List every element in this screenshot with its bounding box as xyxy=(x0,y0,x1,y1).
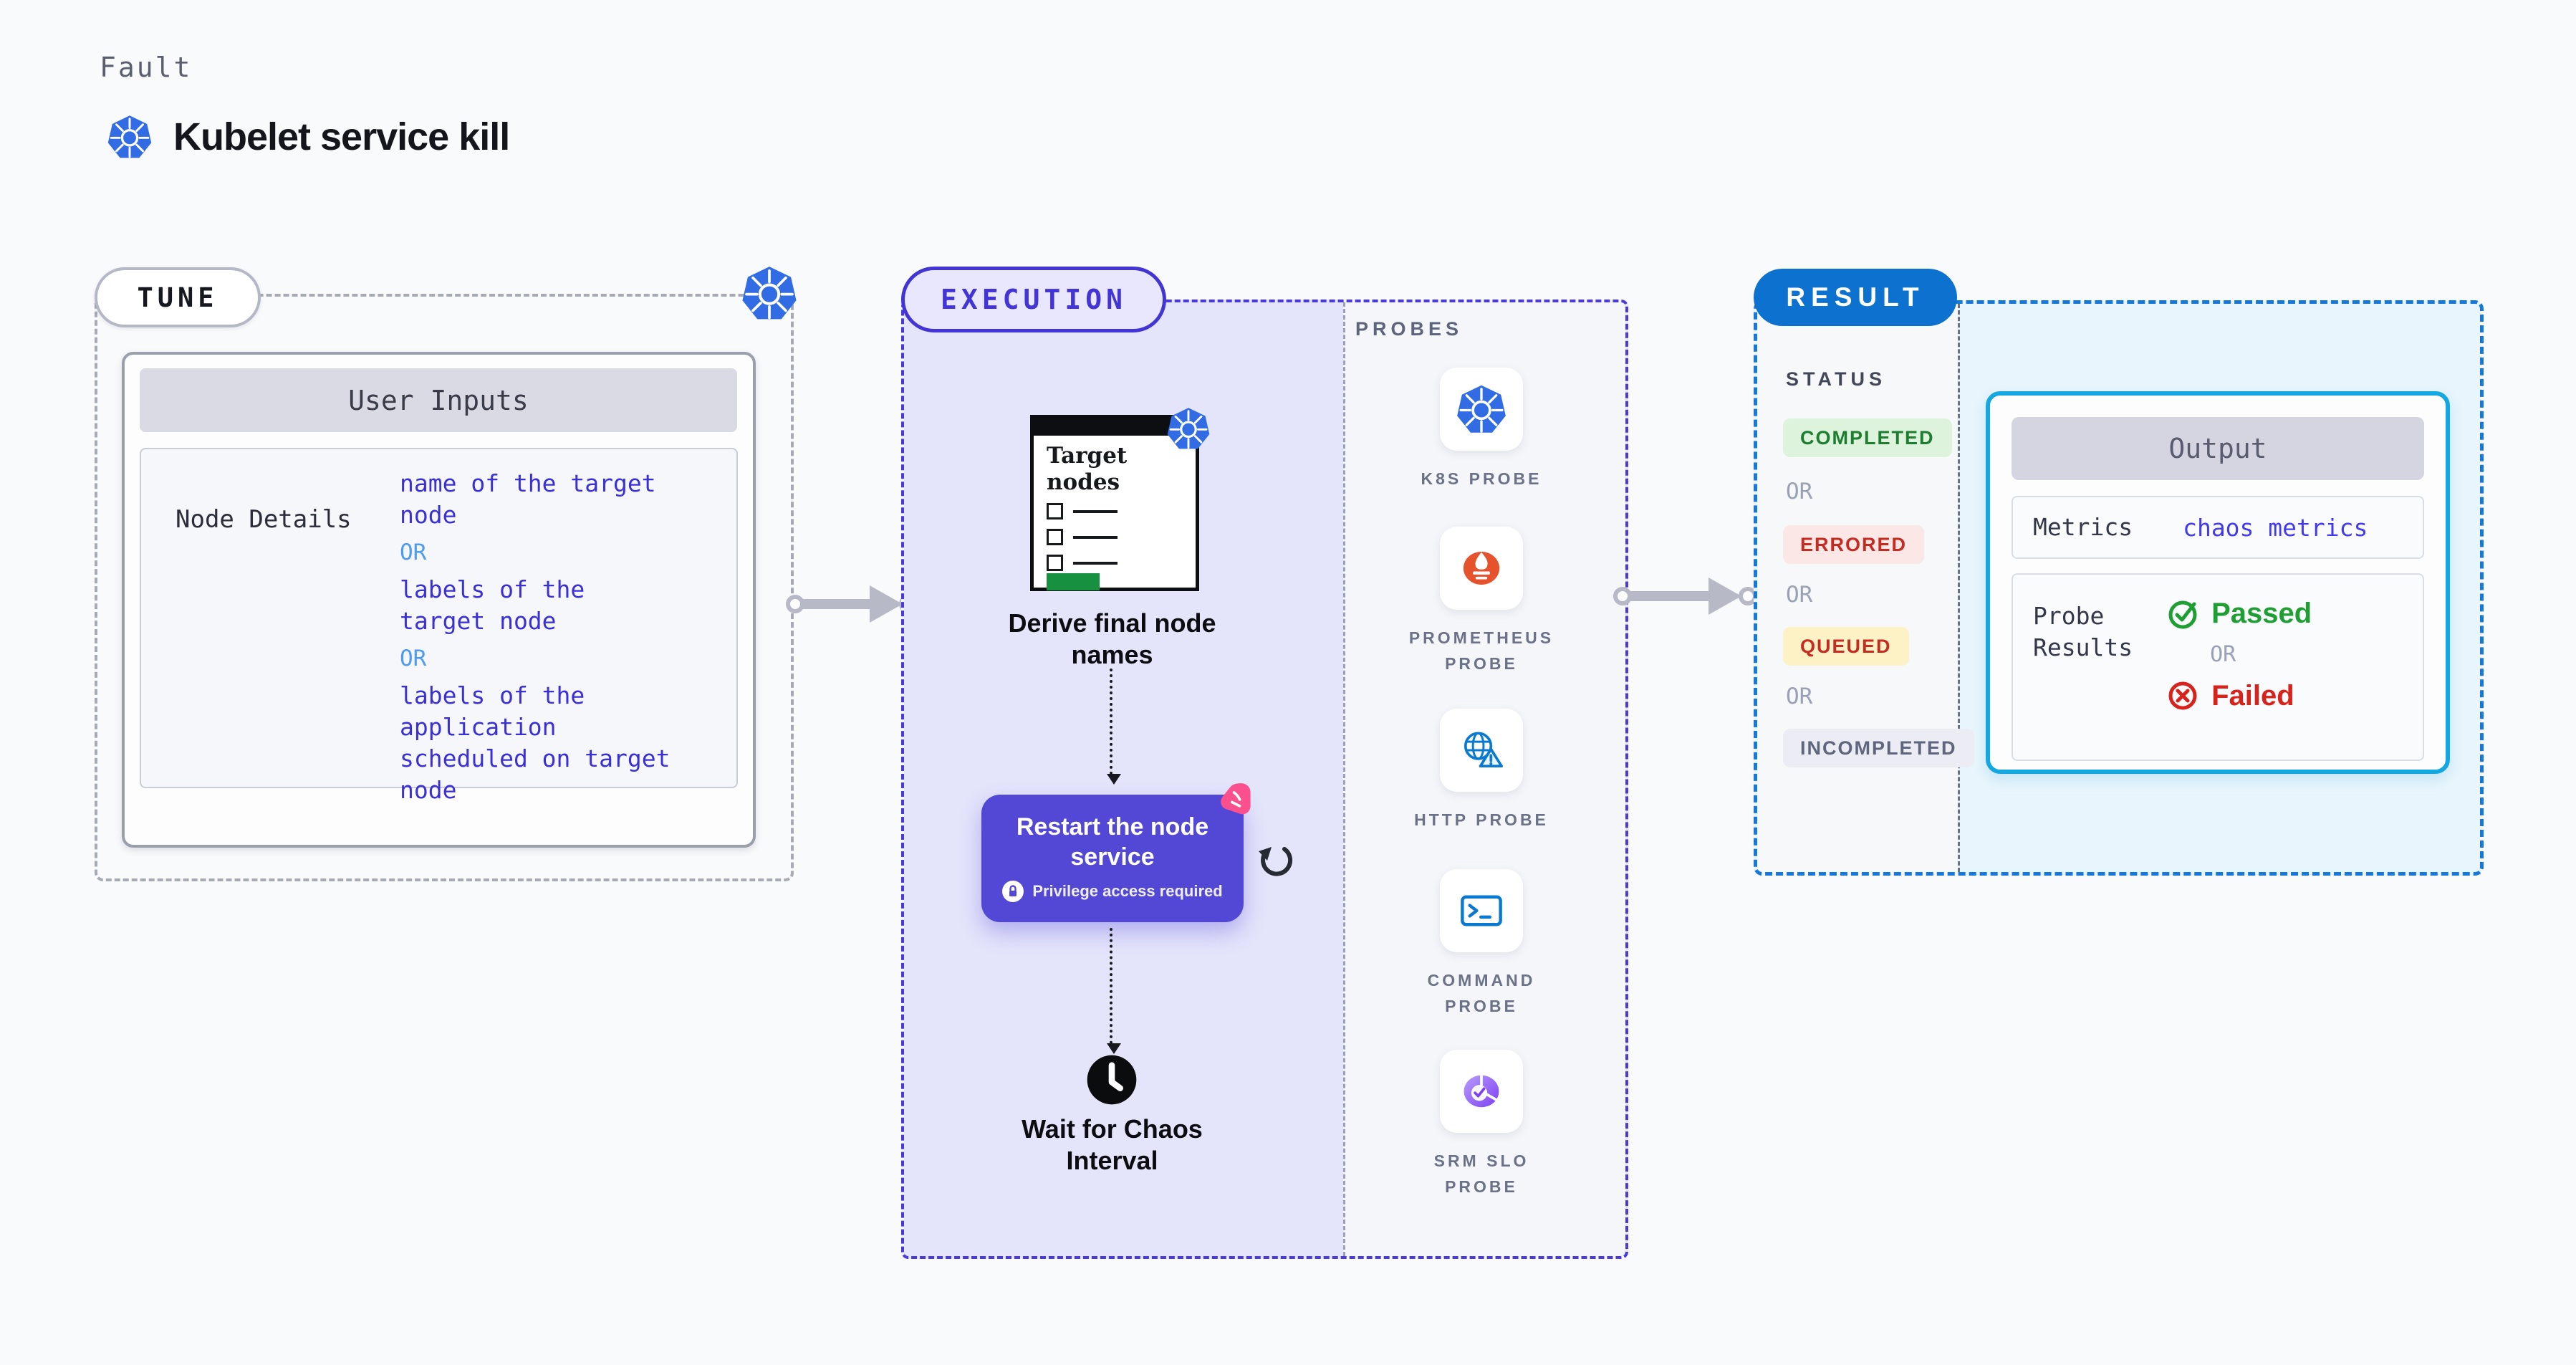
user-inputs-body: Node Details name of the target node OR … xyxy=(140,448,738,804)
failed-label: Failed xyxy=(2211,679,2294,712)
check-circle-icon xyxy=(2168,600,2197,629)
metrics-value: chaos metrics xyxy=(2183,513,2368,542)
or-separator: OR xyxy=(1786,684,1813,709)
probe-label: K8S PROBE xyxy=(1421,469,1542,488)
action-title: Restart the node service xyxy=(1016,813,1209,871)
restart-node-service-card: Restart the node service Privilege acces… xyxy=(981,795,1244,922)
status-badge-queued: QUEUED xyxy=(1783,627,1909,666)
list-item xyxy=(1047,555,1118,571)
result-pill: RESULT xyxy=(1754,269,1957,326)
probe-card-http xyxy=(1440,709,1523,792)
derive-node-names-step: Derive final node names xyxy=(1008,608,1216,669)
flow-connector-down xyxy=(1107,928,1121,1054)
target-nodes-card: Target nodes xyxy=(1030,415,1199,591)
kubernetes-icon xyxy=(107,114,153,159)
list-line xyxy=(1073,535,1118,539)
target-nodes-title: Target nodes xyxy=(1047,443,1128,495)
execution-to-result-arrow xyxy=(1613,578,1757,615)
probe-card-command xyxy=(1440,869,1523,952)
fault-eyebrow-label: Fault xyxy=(100,52,193,83)
metrics-label: Metrics xyxy=(2033,513,2133,541)
passed-line: Passed xyxy=(2166,596,2312,631)
output-header: Output xyxy=(2012,417,2424,480)
checkbox-icon xyxy=(1047,529,1063,545)
probe-label: PROMETHEUS PROBE xyxy=(1408,628,1554,673)
tune-pill: TUNE xyxy=(95,267,261,327)
or-separator: OR xyxy=(1786,479,1813,504)
user-inputs-header: User Inputs xyxy=(140,368,737,432)
list-item xyxy=(1047,503,1118,519)
list-line xyxy=(1073,561,1118,565)
status-badge-completed: COMPLETED xyxy=(1783,418,1952,457)
checkbox-icon xyxy=(1047,555,1063,571)
probe-results-label: Probe Results xyxy=(2033,602,2133,661)
srm-slo-probe-icon xyxy=(1464,1074,1499,1108)
probe-results-values: Passed OR Failed xyxy=(2166,575,2312,760)
or-separator: OR xyxy=(400,540,427,565)
kubernetes-icon xyxy=(1166,406,1211,450)
target-nodes-list xyxy=(1047,503,1118,571)
output-card: Output Metrics chaos metrics Probe Resul… xyxy=(1986,391,2450,774)
probe-label: HTTP PROBE xyxy=(1414,810,1549,829)
progress-bar xyxy=(1047,573,1100,590)
probe-results-row: Probe Results Passed OR Faile xyxy=(2012,573,2424,761)
kubernetes-icon xyxy=(740,264,799,322)
privilege-badge-label: Privilege access required xyxy=(1032,882,1223,900)
page-title-row: Kubelet service kill xyxy=(106,113,510,161)
command-probe-icon xyxy=(1461,895,1502,926)
failed-line: Failed xyxy=(2166,679,2312,713)
list-item xyxy=(1047,529,1118,545)
k8s-probe-icon xyxy=(1456,383,1507,434)
loop-icon xyxy=(1259,847,1293,876)
input-option: labels of the application scheduled on t… xyxy=(400,681,671,804)
probe-label: COMMAND PROBE xyxy=(1427,971,1536,1015)
node-details-label: Node Details xyxy=(176,505,352,534)
list-line xyxy=(1073,509,1118,513)
probes-heading: PROBES xyxy=(1355,318,1464,340)
privilege-badge: Privilege access required xyxy=(981,881,1244,902)
execution-pill: EXECUTION xyxy=(901,267,1166,332)
status-badge-incompleted: INCOMPLETED xyxy=(1783,729,1974,767)
flow-connector-down xyxy=(1107,669,1121,785)
metrics-row: Metrics chaos metrics xyxy=(2012,496,2424,559)
http-probe-icon xyxy=(1464,732,1503,768)
prometheus-probe-icon xyxy=(1463,552,1500,585)
x-circle-icon xyxy=(2168,681,2197,710)
result-divider xyxy=(1958,304,1960,872)
or-separator: OR xyxy=(400,646,427,671)
checkbox-icon xyxy=(1047,503,1063,519)
node-details-values: name of the target node OR labels of the… xyxy=(400,468,729,806)
probe-card-k8s xyxy=(1440,368,1523,451)
lock-icon xyxy=(1002,881,1024,902)
probes-divider xyxy=(1343,302,1345,1256)
probe-label: SRM SLO PROBE xyxy=(1433,1151,1529,1196)
chaos-fault-icon xyxy=(1221,783,1251,815)
passed-label: Passed xyxy=(2211,597,2312,629)
page-title: Kubelet service kill xyxy=(173,115,510,158)
probe-card-prometheus xyxy=(1440,527,1523,610)
tune-section-box xyxy=(95,294,794,881)
clock-icon xyxy=(1087,1055,1137,1105)
input-option: labels of the target node xyxy=(400,575,585,635)
status-heading: STATUS xyxy=(1786,368,1886,390)
wait-for-chaos-step: Wait for Chaos Interval xyxy=(1022,1114,1203,1175)
or-separator: OR xyxy=(1786,582,1813,608)
probe-card-srm-slo xyxy=(1440,1050,1523,1133)
input-option: name of the target node xyxy=(400,469,656,529)
or-separator: OR xyxy=(2210,642,2236,667)
status-badge-errored: ERRORED xyxy=(1783,525,1925,564)
